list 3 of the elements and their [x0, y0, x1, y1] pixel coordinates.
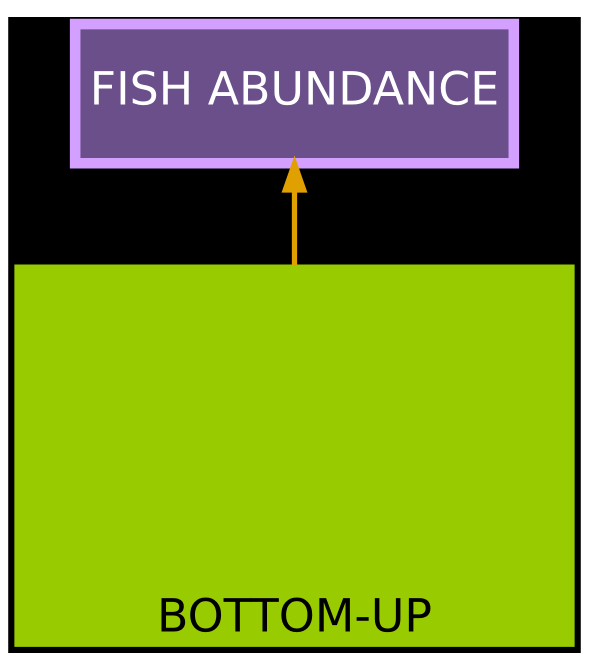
node-box: BOTTOM-UP: [14, 264, 575, 647]
arrow: [282, 156, 308, 266]
node-box: FISH ABUNDANCE: [70, 18, 520, 168]
